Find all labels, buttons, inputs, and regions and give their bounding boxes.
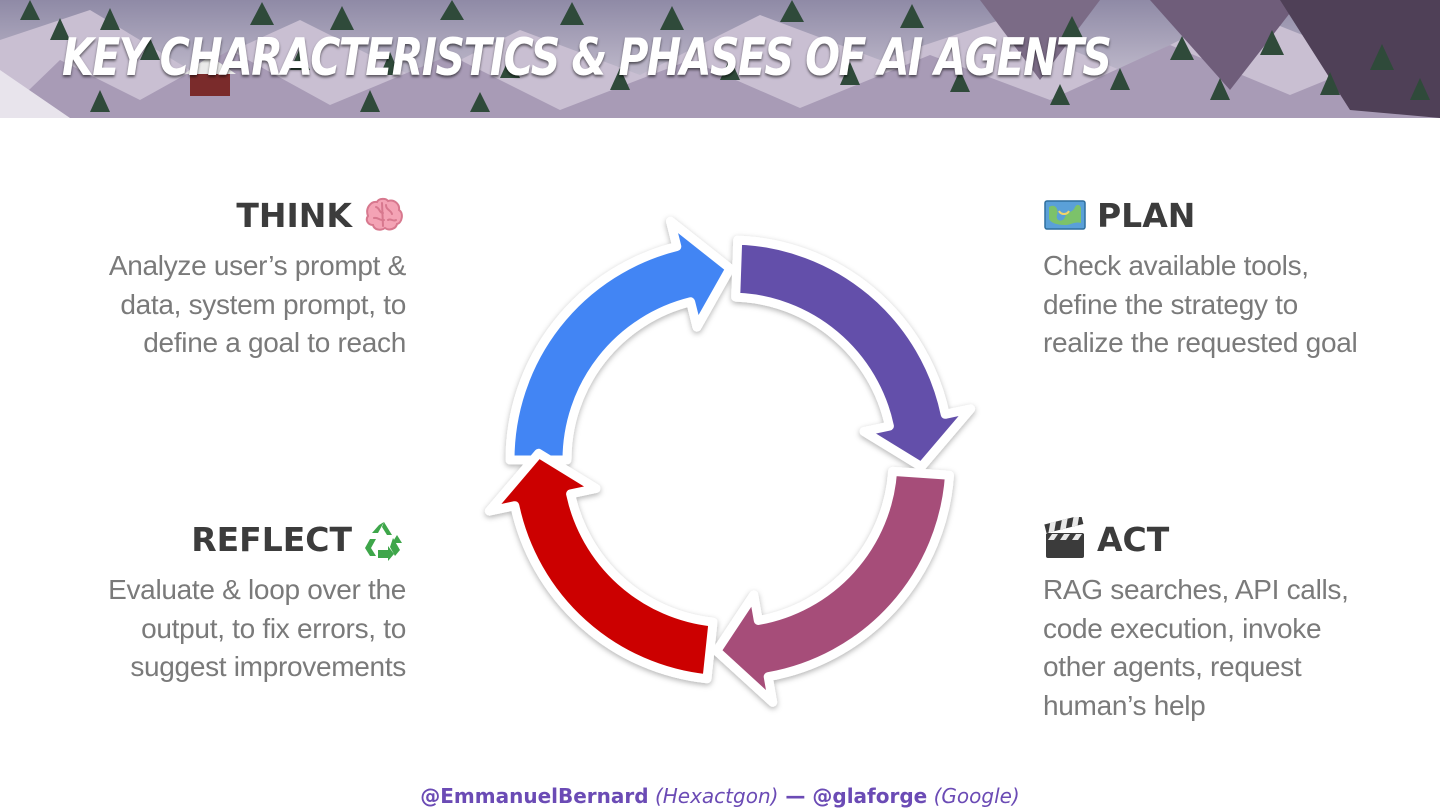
author-emmanuel: @EmmanuelBernard xyxy=(420,784,648,808)
map-icon xyxy=(1043,193,1087,237)
phase-think-heading: THINK xyxy=(95,193,406,237)
footer-separator: — xyxy=(778,784,812,808)
phase-act-description: RAG searches, API calls, code execution,… xyxy=(1043,571,1383,725)
footer-credits: @EmmanuelBernard (Hexactgon) — @glaforge… xyxy=(0,784,1440,808)
phase-plan-description: Check available tools, define the strate… xyxy=(1043,247,1383,363)
phase-reflect-title: REFLECT xyxy=(191,520,352,559)
phase-reflect-description: Evaluate & loop over the output, to fix … xyxy=(95,571,406,687)
phase-cycle-diagram xyxy=(470,208,1000,728)
phase-reflect-heading: REFLECT xyxy=(95,517,406,561)
phase-think-description: Analyze user’s prompt & data, system pro… xyxy=(95,247,406,363)
cycle-arrow-think xyxy=(510,221,730,460)
cycle-arrow-plan xyxy=(736,240,971,467)
header-banner: Key characteristics & phases of AI agent… xyxy=(0,0,1440,118)
phase-think-title: THINK xyxy=(236,196,352,235)
phase-act-title: ACT xyxy=(1097,520,1169,559)
org-google: (Google) xyxy=(934,784,1020,808)
phase-think: THINK Analyze user’s prompt & data, syst… xyxy=(95,193,406,363)
org-hexactgon: (Hexactgon) xyxy=(655,784,779,808)
phase-reflect: REFLECT Evaluate & loop over the output,… xyxy=(95,517,406,687)
brain-icon xyxy=(362,193,406,237)
recycle-icon xyxy=(362,517,406,561)
phase-plan-title: PLAN xyxy=(1097,196,1195,235)
cycle-arrow-reflect xyxy=(489,453,713,679)
phase-act-heading: ACT xyxy=(1043,517,1383,561)
author-glaforge: @glaforge xyxy=(812,784,927,808)
phase-plan: PLAN Check available tools, define the s… xyxy=(1043,193,1383,363)
cycle-arrow-act xyxy=(717,471,950,702)
phase-plan-heading: PLAN xyxy=(1043,193,1383,237)
phase-act: ACT RAG searches, API calls, code execut… xyxy=(1043,517,1383,725)
clapperboard-icon xyxy=(1043,517,1087,561)
slide-title: Key characteristics & phases of AI agent… xyxy=(62,22,1110,94)
